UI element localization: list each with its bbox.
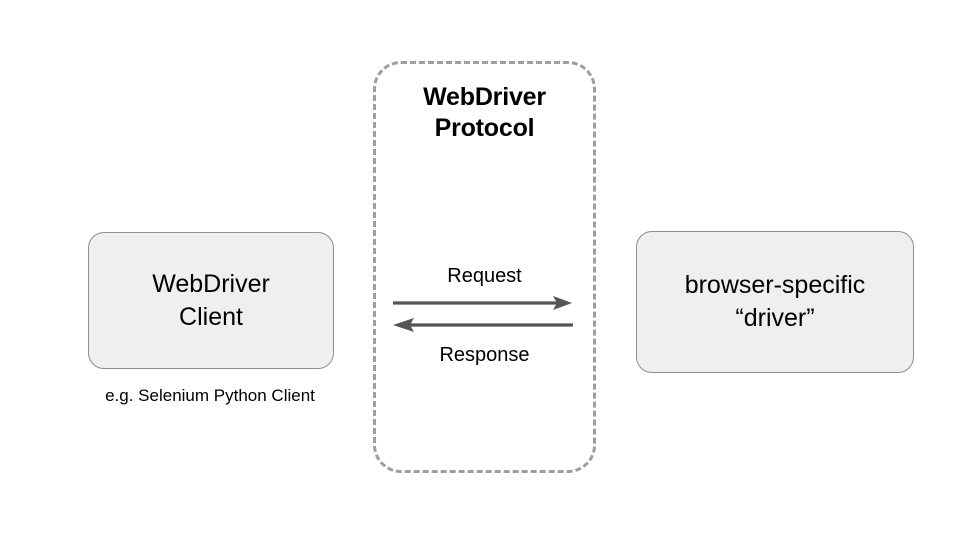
- node-webdriver-client-label: WebDriver Client: [152, 268, 270, 334]
- request-arrow-label: Request: [447, 265, 522, 287]
- driver-label-line-1: browser-specific: [684, 271, 866, 299]
- webdriver-protocol-container: [373, 61, 596, 473]
- response-arrow-icon: [393, 318, 573, 332]
- webdriver-protocol-title: WebDriver Protocol: [373, 82, 596, 144]
- protocol-title-line-2: Protocol: [434, 114, 535, 142]
- client-label-line-1: WebDriver: [152, 269, 270, 298]
- driver-label-line-2: “driver”: [735, 304, 815, 332]
- node-webdriver-client: WebDriver Client: [88, 232, 334, 369]
- webdriver-client-caption: e.g. Selenium Python Client: [105, 386, 315, 405]
- message-arrows: [393, 296, 573, 332]
- client-label-line-2: Client: [179, 302, 243, 331]
- response-arrow-label: Response: [439, 344, 530, 366]
- request-arrow-icon: [393, 296, 572, 310]
- node-browser-driver-label: browser-specific “driver”: [685, 269, 866, 335]
- protocol-title-line-1: WebDriver: [423, 83, 546, 111]
- node-browser-driver: browser-specific “driver”: [636, 231, 914, 373]
